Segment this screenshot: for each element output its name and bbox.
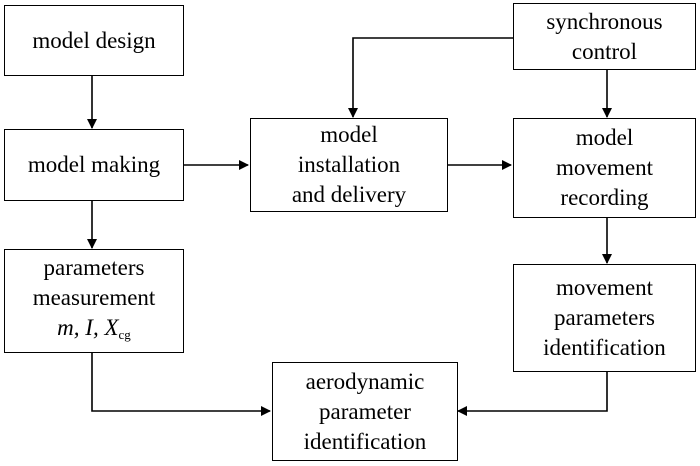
symbol-x: X [104, 314, 119, 340]
symbol-cg-subscript: cg [118, 326, 131, 342]
installation-line-3: and delivery [291, 182, 407, 207]
installation-line-1: model [320, 122, 378, 147]
arrow-measurement-to-aero [91, 353, 271, 416]
model-design-box: model design [4, 5, 184, 76]
symbol-m: m [57, 314, 74, 340]
aero-line-2: parameter [319, 398, 411, 424]
installation-line-2: installation [297, 152, 401, 177]
synchronous-control-box: synchronous control [513, 3, 696, 70]
recording-line-2: movement [555, 155, 654, 180]
aero-line-3: identification [303, 428, 427, 454]
recording-line-3: recording [560, 185, 649, 210]
sync-line-1: synchronous [546, 8, 663, 34]
recording-line-1: model [575, 125, 634, 150]
aero-line-1: aerodynamic [305, 368, 425, 394]
model-installation-box: model installation and delivery [250, 118, 448, 212]
arrow-movement-params-to-aero [457, 372, 608, 416]
movement-params-line-2: parameters [554, 305, 655, 330]
parameters-measurement-box: parameters measurement m, I, Xcg [4, 249, 184, 353]
movement-parameters-identification-box: movement parameters identification [513, 264, 696, 372]
model-design-label: model design [32, 27, 156, 53]
model-making-label: model making [27, 152, 161, 177]
measurement-label: measurement [32, 284, 156, 310]
model-movement-recording-box: model movement recording [513, 118, 696, 218]
mass-inertia-cg-formula: m, I, Xcg [57, 314, 131, 342]
symbol-i: I [85, 314, 93, 340]
sync-line-2: control [571, 38, 638, 64]
parameters-label: parameters [43, 254, 145, 280]
movement-params-line-1: movement [555, 275, 654, 300]
movement-params-line-3: identification [543, 335, 666, 360]
aerodynamic-parameter-identification-box: aerodynamic parameter identification [272, 362, 458, 461]
arrow-sync-to-installation [348, 37, 513, 118]
model-making-box: model making [4, 129, 184, 201]
